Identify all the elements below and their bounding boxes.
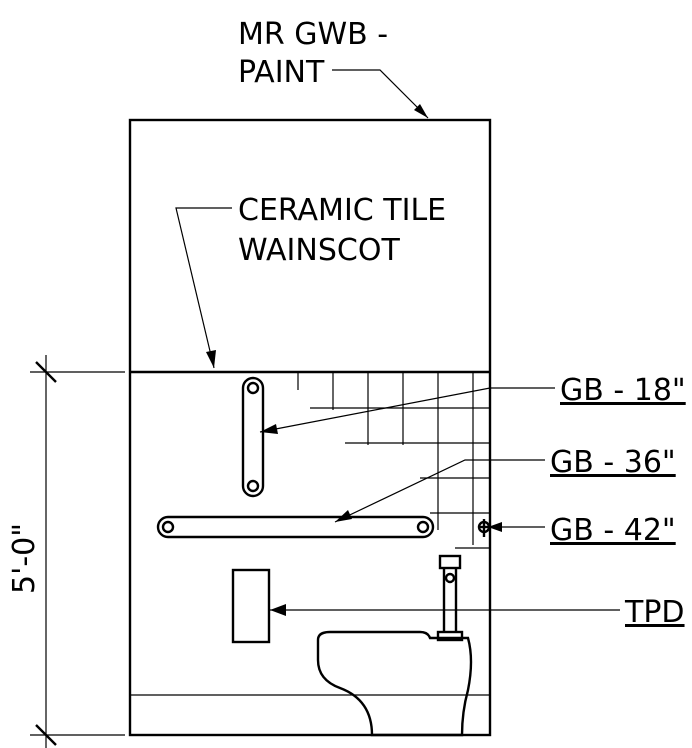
toilet xyxy=(316,630,473,737)
label-wainscot-line2: WAINSCOT xyxy=(238,233,400,268)
leader-tpd xyxy=(270,604,620,616)
label-dimension-height: 5'-0" xyxy=(7,523,42,594)
wall-outline xyxy=(128,118,492,737)
label-wall-finish-line1: MR GWB - xyxy=(238,17,388,52)
grab-bar-36-horizontal xyxy=(156,515,435,539)
label-grab-bar-18: GB - 18" xyxy=(560,373,686,408)
leader-wainscot xyxy=(175,207,232,369)
label-grab-bar-36: GB - 36" xyxy=(550,445,676,480)
label-grab-bar-42: GB - 42" xyxy=(550,513,676,548)
toilet-paper-dispenser xyxy=(231,568,271,644)
label-wainscot-line1: CERAMIC TILE xyxy=(238,193,446,228)
dimension-wainscot-height xyxy=(30,355,125,748)
tile-grid xyxy=(297,372,490,549)
label-tpd: TPD xyxy=(624,595,685,630)
leader-grab-bar-42 xyxy=(488,522,545,532)
leader-wall-finish xyxy=(332,69,429,119)
label-wall-finish-line2: PAINT xyxy=(238,55,325,90)
leader-grab-bar-18 xyxy=(259,387,555,434)
flush-valve xyxy=(436,554,464,642)
grab-bar-18-vertical xyxy=(241,376,265,498)
leader-grab-bar-36 xyxy=(334,459,545,523)
grab-bar-42-end xyxy=(477,519,491,537)
